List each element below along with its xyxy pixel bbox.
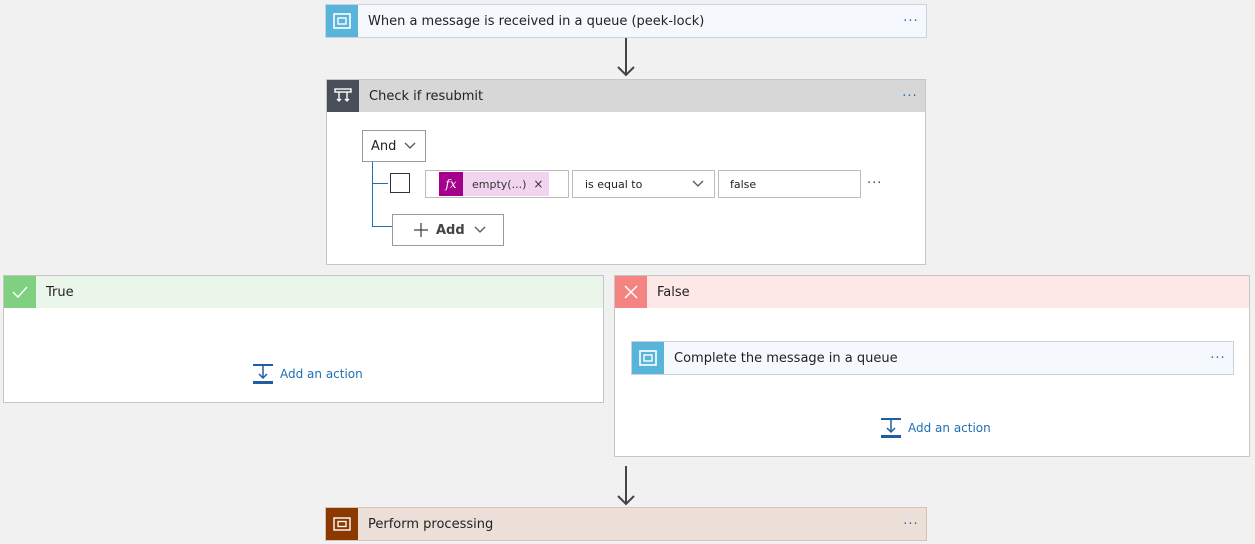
true-branch: True Add an action: [3, 275, 604, 403]
add-action-label[interactable]: Add an action: [280, 367, 363, 381]
tree-line: [372, 162, 373, 226]
condition-title: Check if resubmit: [369, 88, 484, 104]
trigger-card[interactable]: When a message is received in a queue (p…: [325, 4, 927, 38]
add-action-link-false[interactable]: Add an action: [880, 417, 991, 439]
add-action-icon: [880, 417, 902, 439]
processing-title: Perform processing: [368, 516, 494, 532]
complete-message-title: Complete the message in a queue: [674, 350, 898, 366]
condition-icon: [327, 80, 359, 112]
token-label: empty(...): [472, 177, 527, 191]
checkmark-icon: [4, 276, 36, 308]
comparator-dropdown[interactable]: is equal to: [572, 170, 715, 198]
tree-line: [372, 183, 388, 184]
row-checkbox[interactable]: [390, 173, 410, 193]
true-branch-title: True: [46, 284, 74, 300]
flow-arrow: [614, 38, 638, 78]
scope-icon: [326, 508, 358, 540]
left-operand-field[interactable]: fx empty(...) ×: [425, 170, 569, 198]
add-action-icon: [252, 363, 274, 385]
trigger-title: When a message is received in a queue (p…: [368, 13, 705, 29]
complete-message-menu-button[interactable]: ···: [1210, 350, 1226, 366]
chevron-down-icon: [692, 180, 704, 188]
condition-menu-button[interactable]: ···: [902, 88, 918, 104]
comparator-label: is equal to: [585, 177, 643, 191]
add-action-link-true[interactable]: Add an action: [252, 363, 363, 385]
remove-token-icon[interactable]: ×: [533, 177, 544, 191]
flow-arrow: [614, 466, 638, 507]
chevron-down-icon: [474, 226, 486, 234]
queue-icon: [326, 5, 358, 37]
operator-label: And: [371, 138, 397, 154]
condition-card: Check if resubmit ··· And fx empty(...) …: [326, 79, 926, 265]
trigger-menu-button[interactable]: ···: [903, 13, 919, 29]
plus-icon: [413, 222, 429, 238]
queue-icon: [632, 342, 664, 374]
add-button[interactable]: Add: [392, 214, 504, 246]
processing-menu-button[interactable]: ···: [903, 516, 919, 532]
false-branch-title: False: [657, 284, 690, 300]
add-action-label[interactable]: Add an action: [908, 421, 991, 435]
processing-card[interactable]: Perform processing ···: [325, 507, 927, 541]
false-branch: False Complete the message in a queue ··…: [614, 275, 1250, 457]
row-menu-button[interactable]: ···: [867, 176, 883, 191]
expression-token[interactable]: fx empty(...) ×: [439, 172, 549, 196]
complete-message-card[interactable]: Complete the message in a queue ···: [631, 341, 1234, 375]
operator-dropdown[interactable]: And: [362, 130, 426, 162]
close-icon: [615, 276, 647, 308]
chevron-down-icon: [404, 142, 416, 150]
right-operand-value: false: [730, 177, 757, 191]
function-icon: fx: [439, 172, 463, 196]
tree-line: [372, 226, 392, 227]
add-button-label: Add: [436, 222, 465, 238]
right-operand-field[interactable]: false: [718, 170, 861, 198]
